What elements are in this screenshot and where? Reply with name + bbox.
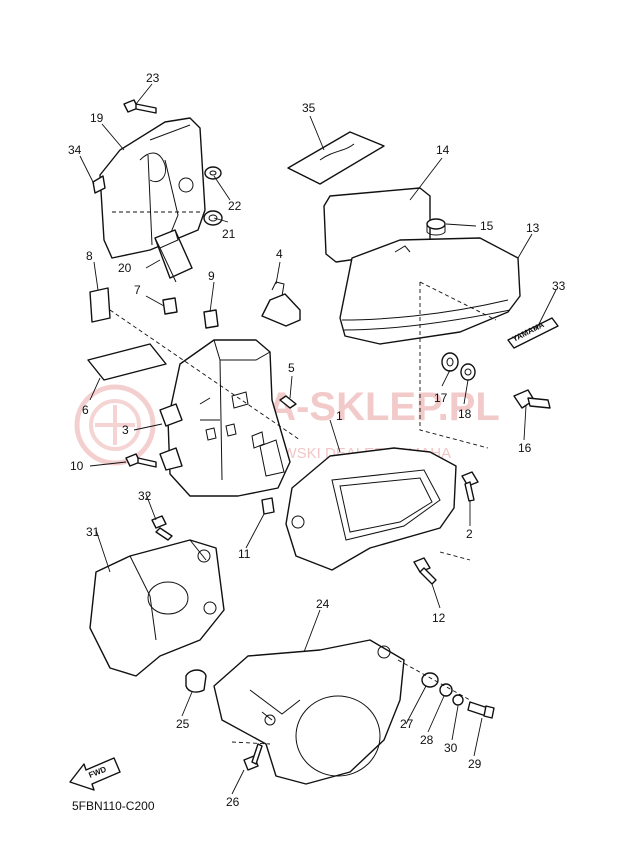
part-7-collar (162, 297, 178, 315)
part-34-label (92, 175, 106, 194)
callout-32: 32 (138, 489, 152, 503)
part-17-collar (441, 352, 459, 372)
part-10-bolt (125, 453, 157, 468)
callout-5: 5 (288, 361, 295, 375)
part-30-washer (452, 694, 464, 706)
callout-4: 4 (276, 247, 283, 261)
part-21-grommet (203, 210, 223, 226)
part-9-clip (203, 309, 219, 329)
leader-lines (79, 83, 557, 795)
part-13-side-cover (339, 237, 521, 345)
callout-9: 9 (208, 269, 215, 283)
callout-16: 16 (518, 441, 532, 455)
callout-10: 10 (70, 459, 84, 473)
part-2-bolt (461, 471, 479, 502)
callout-30: 30 (444, 741, 458, 755)
part-31-sprocket-cover (89, 539, 225, 677)
part-16-screw (513, 389, 551, 409)
callout-6: 6 (82, 403, 89, 417)
callout-34: 34 (68, 143, 82, 157)
diagram-code: 5FBN110-C200 (72, 799, 155, 813)
part-1-air-duct (285, 447, 457, 571)
callout-35: 35 (302, 101, 316, 115)
callout-27: 27 (400, 717, 414, 731)
callout-22: 22 (228, 199, 242, 213)
part-22-grommet (204, 166, 222, 180)
watermark-logo (74, 384, 156, 466)
callout-19: 19 (90, 111, 104, 125)
part-29-bolt (467, 701, 495, 719)
part-4-bracket (261, 281, 301, 327)
part-20-pad (154, 229, 193, 283)
callout-33: 33 (552, 279, 566, 293)
part-11-nut (261, 497, 275, 515)
callout-1: 1 (336, 409, 343, 423)
part-3-air-case (159, 339, 291, 497)
callout-20: 20 (118, 261, 132, 275)
callout-numbers: 1 2 3 4 5 6 7 8 9 10 11 12 13 14 15 16 1… (68, 71, 566, 809)
part-26-bolt (243, 743, 263, 771)
callout-21: 21 (222, 227, 236, 241)
part-28-damper (439, 683, 453, 697)
callout-29: 29 (468, 757, 482, 771)
part-24-crankcase-cover (213, 639, 405, 785)
callout-2: 2 (466, 527, 473, 541)
callout-17: 17 (434, 391, 448, 405)
part-27-collar (421, 672, 439, 688)
part-25-seal (185, 669, 207, 693)
part-15-grommet (426, 218, 446, 236)
part-6-filter (87, 343, 167, 381)
part-18-damper (460, 363, 476, 381)
part-12-bolt (413, 557, 437, 585)
part-33-emblem: YAMAHA (507, 317, 559, 349)
callout-15: 15 (480, 219, 494, 233)
callout-25: 25 (176, 717, 190, 731)
part-8-pad (89, 287, 111, 323)
callout-28: 28 (420, 733, 434, 747)
callout-14: 14 (436, 143, 450, 157)
callout-13: 13 (526, 221, 540, 235)
part-19-cover (99, 117, 206, 259)
callout-3: 3 (122, 423, 129, 437)
callout-12: 12 (432, 611, 446, 625)
callout-11: 11 (238, 547, 251, 561)
callout-23: 23 (146, 71, 160, 85)
fwd-arrow-icon: FWD (69, 757, 121, 791)
callout-31: 31 (86, 525, 100, 539)
part-32-bolt (151, 515, 173, 541)
callout-24: 24 (316, 597, 330, 611)
part-35-label-sheet (287, 131, 385, 185)
part-23-bolt (123, 99, 157, 114)
callout-26: 26 (226, 795, 240, 809)
part-5-pin (279, 395, 297, 409)
callout-8: 8 (86, 249, 93, 263)
callout-7: 7 (134, 283, 141, 297)
callout-18: 18 (458, 407, 472, 421)
assembly-lines (109, 211, 497, 745)
